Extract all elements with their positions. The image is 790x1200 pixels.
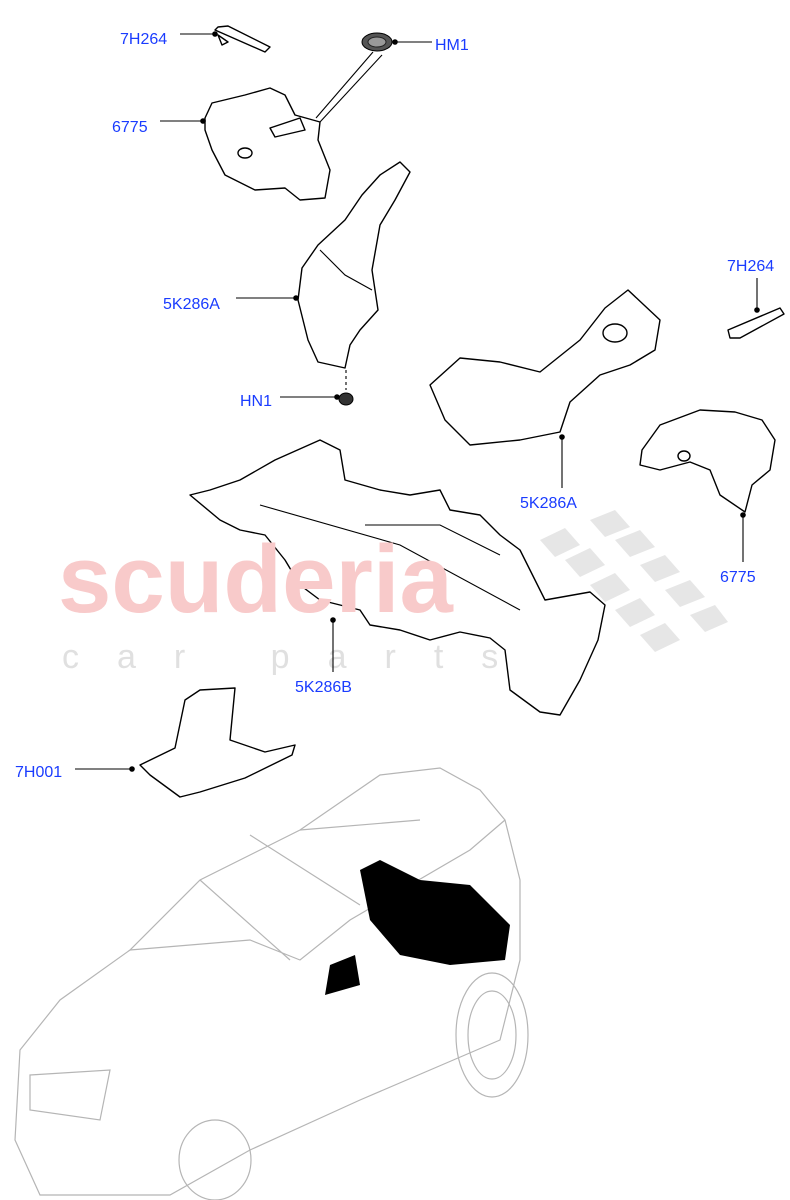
part-5K286A-right[interactable] <box>429 289 661 446</box>
part-7H264-right-clip[interactable] <box>727 307 785 339</box>
checker-flag <box>540 510 728 652</box>
callout-7H264-right[interactable]: 7H264 <box>727 258 774 275</box>
callout-HN1[interactable]: HN1 <box>240 393 272 410</box>
callout-7H264[interactable]: 7H264 <box>120 31 167 48</box>
part-5K286B-undertray[interactable] <box>189 439 606 716</box>
callout-HM1[interactable]: HM1 <box>435 37 469 54</box>
highlighted-insulation <box>325 860 510 995</box>
watermark-tagline: car parts <box>62 638 536 676</box>
part-5K286A-left[interactable] <box>297 161 411 369</box>
callout-6775-right[interactable]: 6775 <box>720 569 756 586</box>
callout-5K286A-right[interactable]: 5K286A <box>520 495 577 512</box>
vehicle-illustration <box>14 767 529 1200</box>
callout-5K286A[interactable]: 5K286A <box>163 296 220 313</box>
part-6775-right[interactable] <box>639 409 776 513</box>
part-HN1-clip[interactable] <box>338 370 354 406</box>
part-7H001[interactable] <box>139 687 296 798</box>
callout-5K286B[interactable]: 5K286B <box>295 679 352 696</box>
callout-labels: 7H264 HM1 6775 5K286A HN1 7H264 5K286A 6… <box>15 31 774 781</box>
callout-6775[interactable]: 6775 <box>112 119 148 136</box>
watermark: scuderia car parts <box>58 526 536 676</box>
part-HM1-grommet[interactable] <box>315 32 393 123</box>
leader-lines <box>75 31 760 772</box>
callout-7H001[interactable]: 7H001 <box>15 764 62 781</box>
part-7H264-clip[interactable] <box>214 25 271 53</box>
part-6775-left[interactable] <box>204 87 331 201</box>
watermark-brand: scuderia <box>58 526 453 633</box>
